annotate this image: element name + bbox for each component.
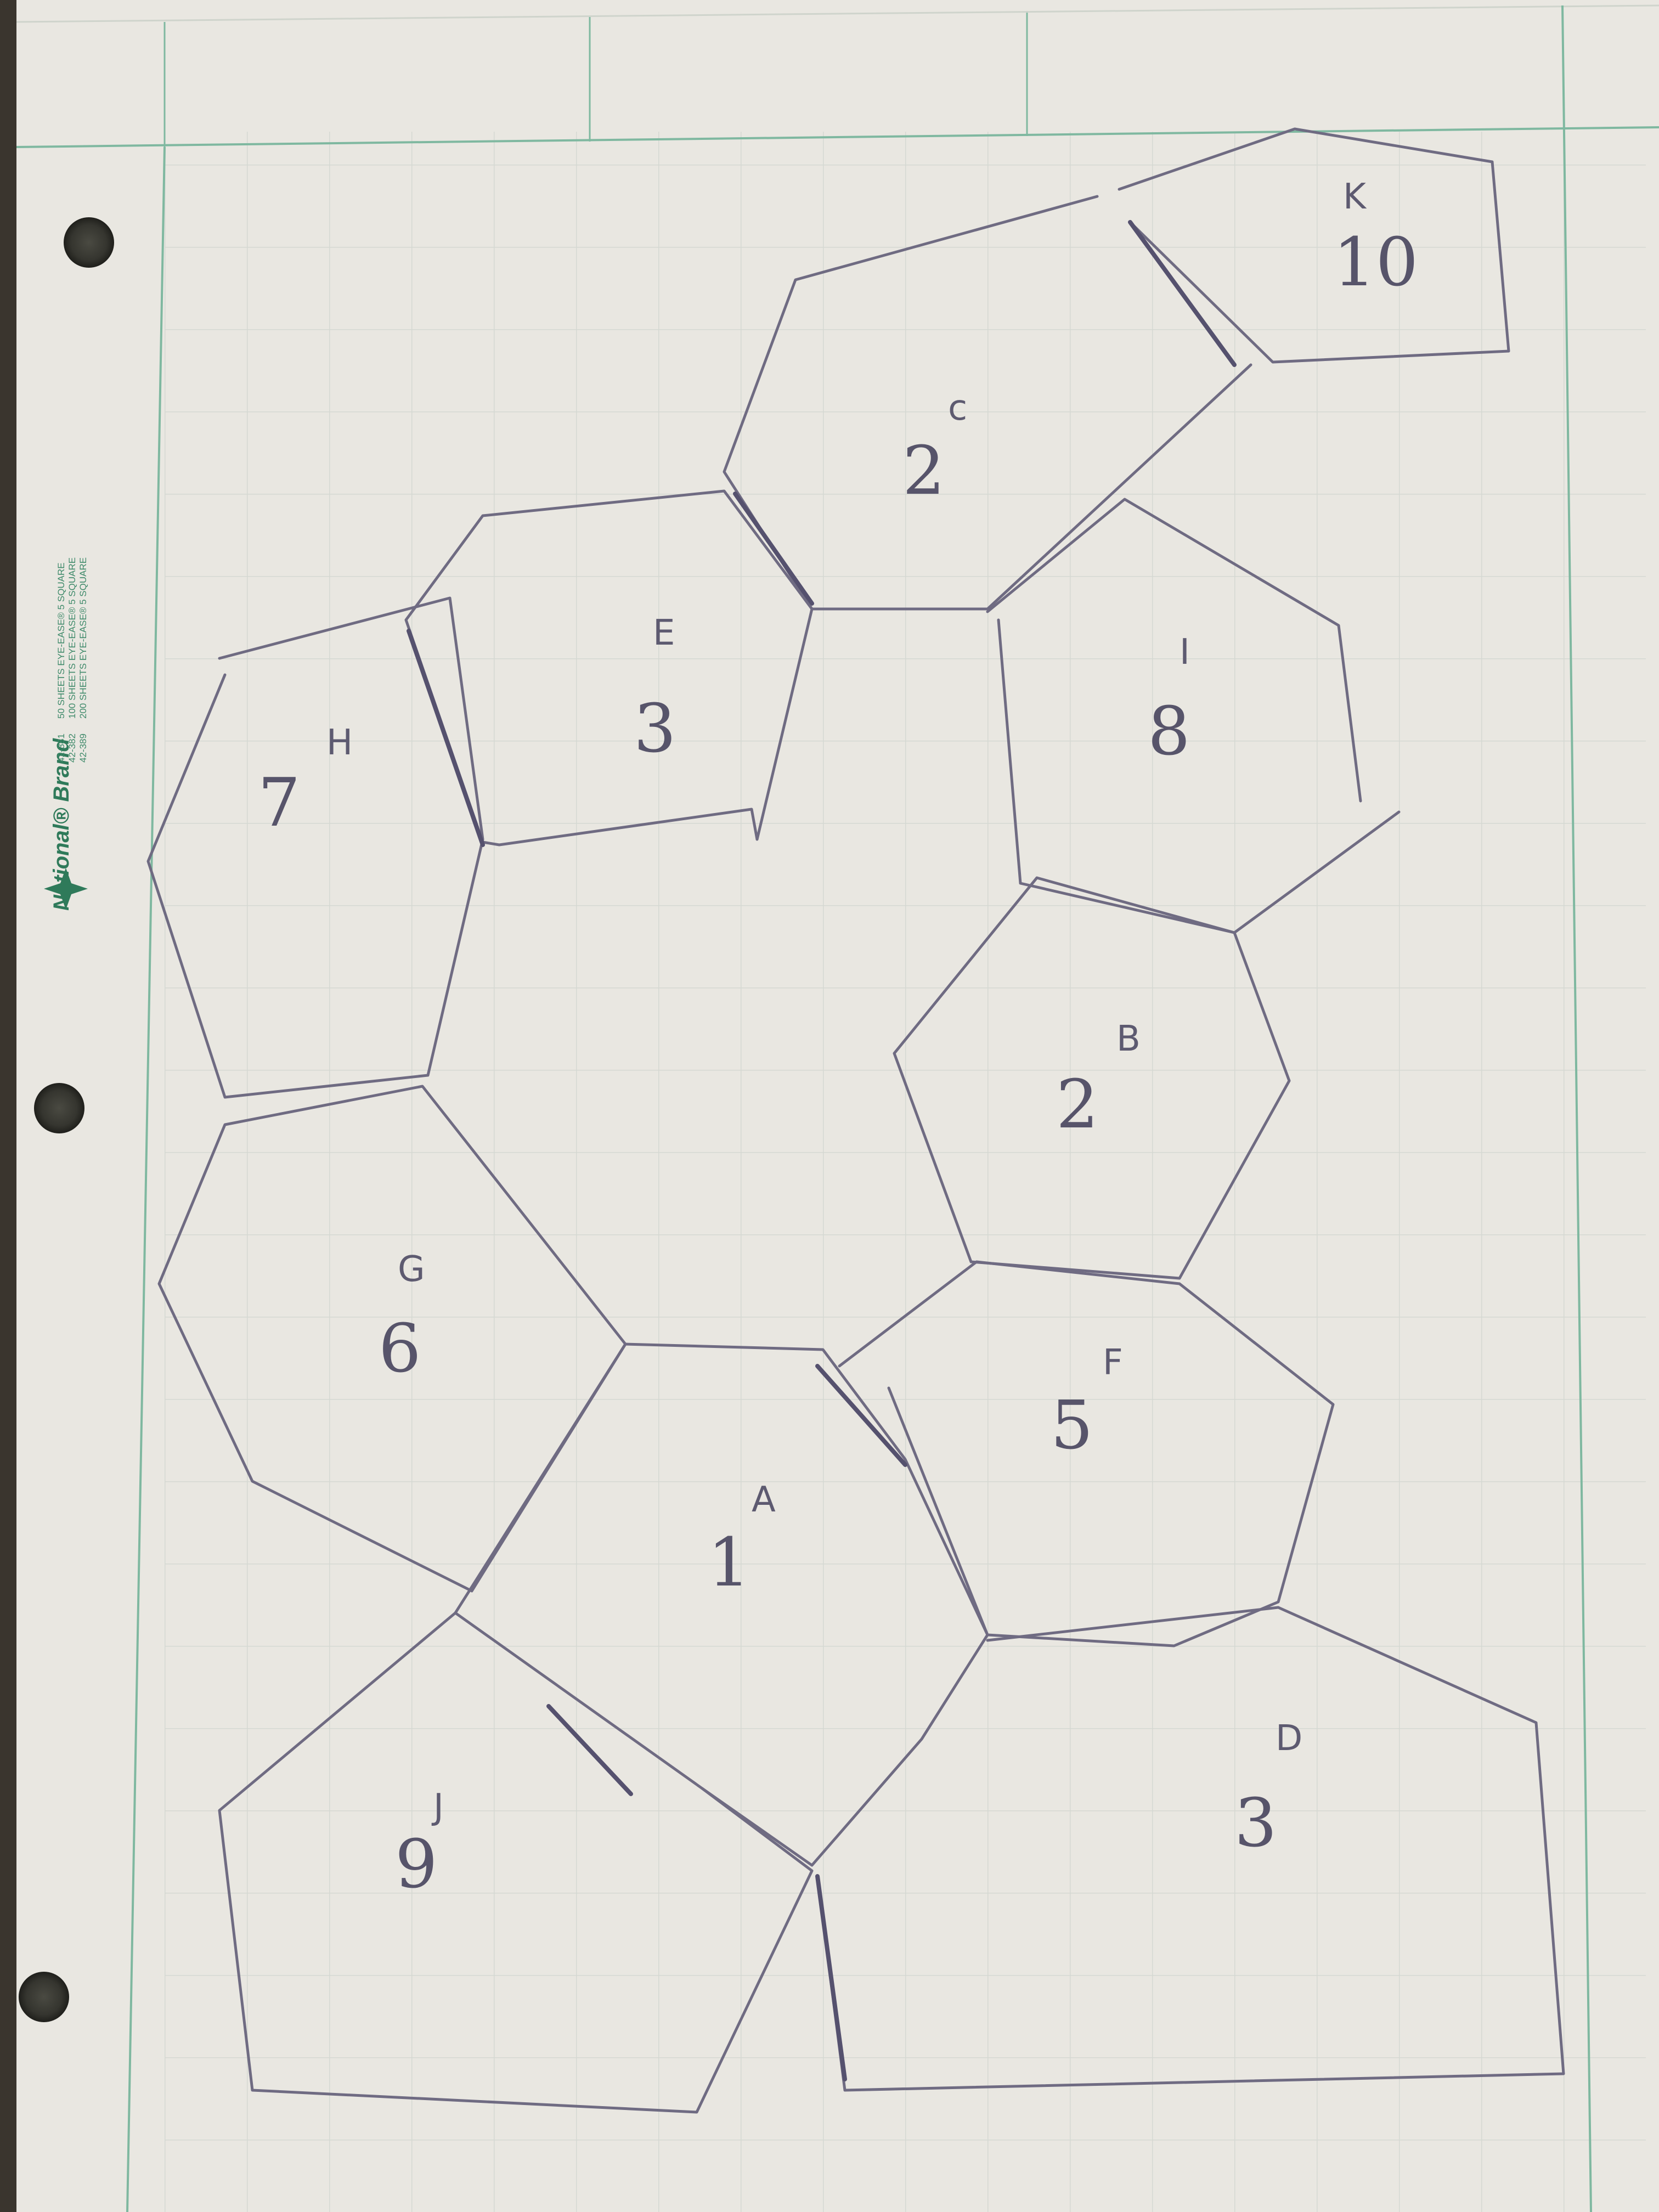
cell-outline-a [454,1342,989,1867]
binder-hole [19,1972,69,2022]
cell-letter: A [752,1480,776,1520]
cell-letter: J [431,1787,444,1827]
cell-outline-b [893,876,1291,1280]
cell-number: 3 [1234,1784,1277,1862]
binder-hole [34,1083,84,1133]
cell-number: 8 [1148,692,1190,770]
cell-labels: K 10 c 2 E 3 I 8 H 7 B 2 G 6 F 5 A 1 J 9… [258,177,1418,1903]
cell-outline-e [404,489,814,847]
cell-number: 1 [708,1523,751,1601]
pencil-sketch [146,127,1565,2114]
cell-outline-k [1118,127,1510,364]
stock-number: 42-382 [67,733,77,763]
cell-number: 2 [902,432,945,510]
cell-letter: B [1116,1019,1141,1059]
brand-star-icon [44,868,88,910]
stock-description: 50 SHEETS EYE-EASE® 5 SQUARE [56,562,66,719]
cell-outline-g [157,1085,627,1593]
cell-edge [733,492,814,606]
cell-letter: F [1103,1342,1123,1383]
stock-description: 200 SHEETS EYE-EASE® 5 SQUARE [78,557,88,719]
cell-number: 9 [395,1825,438,1903]
cell-letter: K [1343,177,1367,217]
paper-grid [165,132,1646,2212]
cell-outline-i [986,498,1401,934]
cell-letter: D [1276,1718,1302,1759]
cell-number: 6 [379,1310,421,1387]
cell-edge [546,1704,633,1796]
stock-number: 42-381 [56,733,66,763]
stock-description: 100 SHEETS EYE-EASE® 5 SQUARE [67,557,77,719]
cell-letter: I [1180,632,1190,673]
cell-outline-j [218,1611,814,2114]
cell-number: 5 [1051,1386,1093,1464]
binder-hole [64,217,114,268]
top-edge-rule [16,4,1659,23]
cell-number: 3 [634,690,676,768]
cell-edge [1128,220,1237,367]
cell-letter: H [326,723,353,763]
left-margin-line [126,146,166,2212]
right-margin-line [1561,5,1592,2212]
cell-edge [407,629,485,847]
cell-letter: E [653,613,675,653]
cell-number: 7 [258,764,301,842]
stock-number: 42-389 [78,733,88,763]
cell-letter: c [948,388,967,428]
cell-letter: G [398,1249,425,1290]
cell-number: 2 [1056,1065,1099,1143]
header-rule [16,126,1659,148]
cell-outline-h [146,596,484,1099]
cell-number: 10 [1333,223,1418,301]
cell-edge [815,1364,907,1467]
cell-edge [815,1874,847,2081]
